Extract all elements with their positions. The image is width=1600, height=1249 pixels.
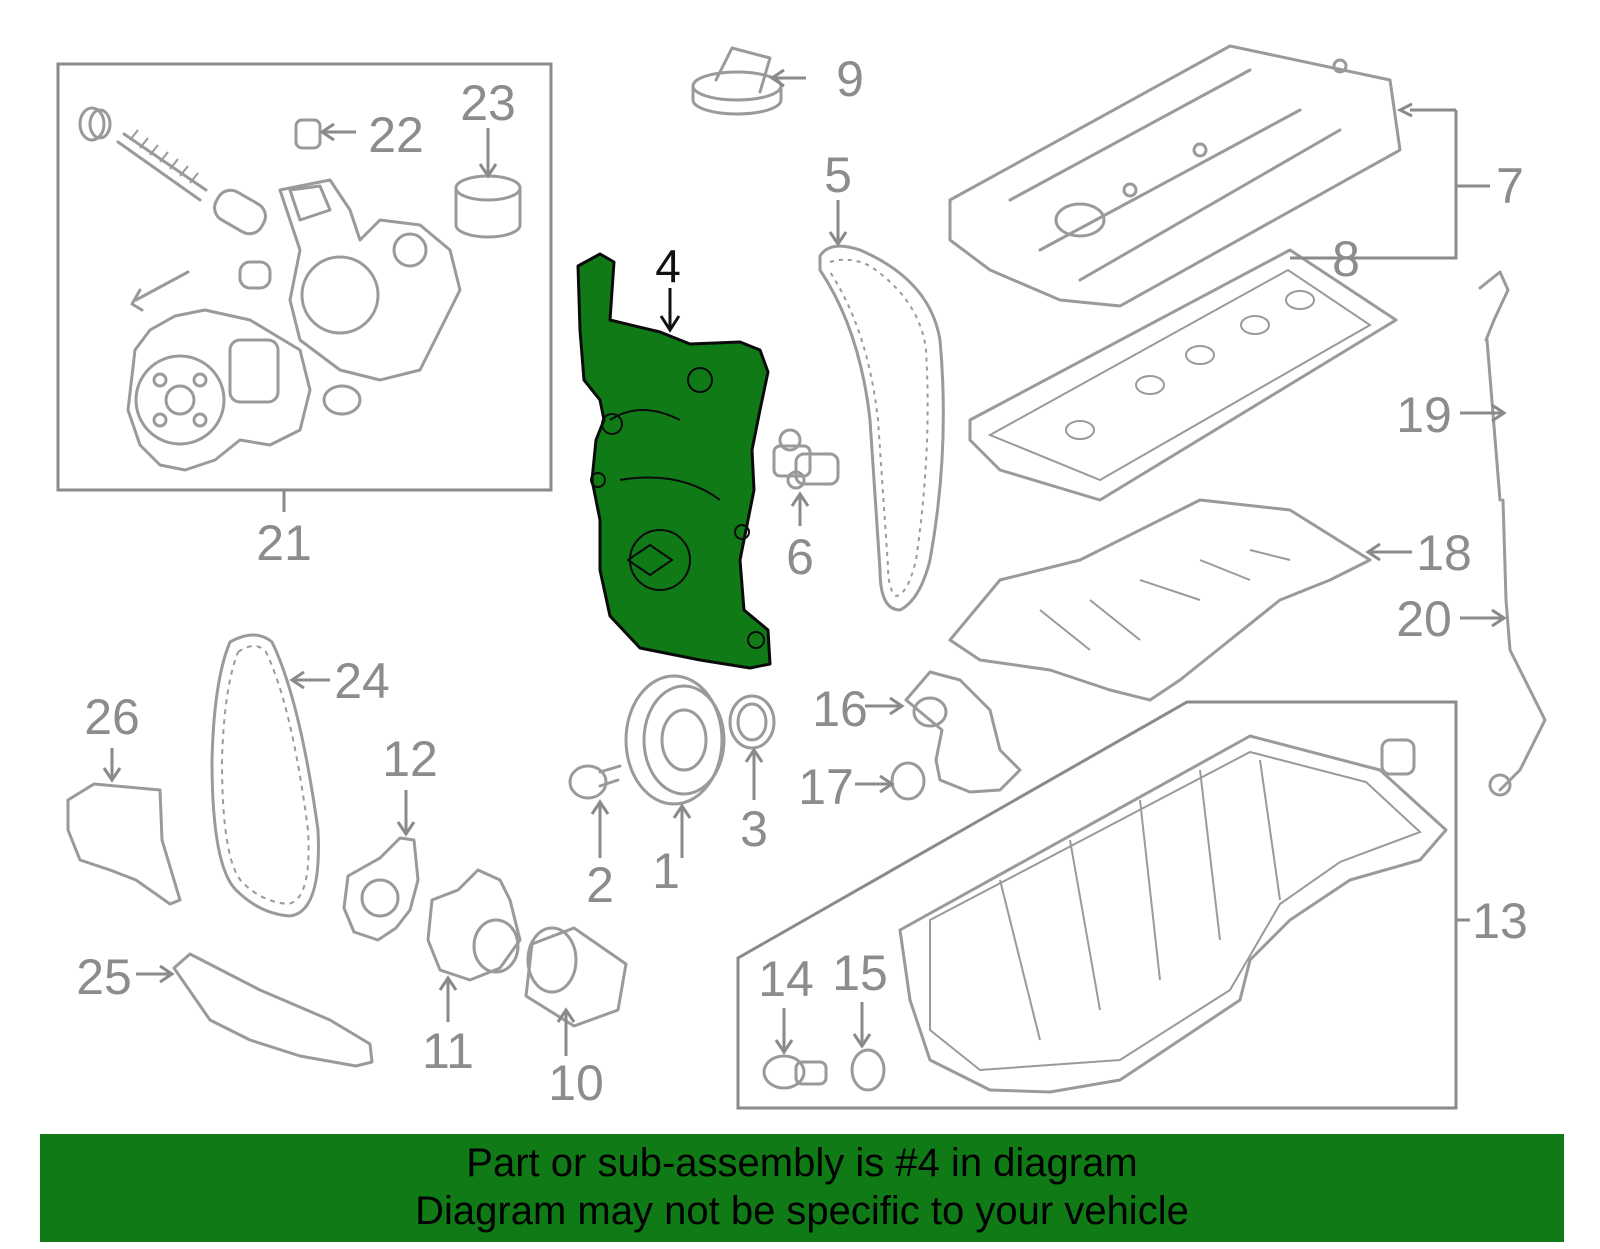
timing-chain xyxy=(818,244,945,612)
callout-11: 11 xyxy=(422,1023,474,1079)
strainer-o-ring xyxy=(890,761,926,801)
info-banner: Part or sub-assembly is #4 in diagram Di… xyxy=(40,1134,1564,1242)
oil-filler-cap xyxy=(691,46,783,116)
water-pump-hub xyxy=(360,878,400,918)
callout-21: 21 xyxy=(256,515,312,571)
mount-bracket xyxy=(172,952,374,1068)
callout-25: 25 xyxy=(76,949,132,1005)
oil-pan xyxy=(898,734,1448,1094)
timing-belt-shield xyxy=(66,782,182,906)
oil-filter xyxy=(524,926,628,1028)
callout-8: 8 xyxy=(1332,231,1360,287)
water-pump-pulley xyxy=(472,918,520,974)
callout-18: 18 xyxy=(1416,525,1472,581)
callout-15: 15 xyxy=(832,945,888,1001)
callout-16: 16 xyxy=(812,681,868,737)
leader-part-4 xyxy=(659,288,681,333)
callout-4: 4 xyxy=(655,240,681,292)
callout-13: 13 xyxy=(1472,893,1528,949)
drive-belt xyxy=(210,633,320,918)
baffle-plate xyxy=(948,498,1372,702)
banner-line-1: Part or sub-assembly is #4 in diagram xyxy=(466,1141,1138,1185)
pulley-bolt xyxy=(568,764,622,800)
valve-cover-gasket xyxy=(968,248,1398,502)
drain-plug-washer xyxy=(850,1048,886,1092)
callout-3: 3 xyxy=(740,801,768,857)
callout-6: 6 xyxy=(786,529,814,585)
chain-tensioner xyxy=(772,428,840,490)
callout-20: 20 xyxy=(1396,591,1452,647)
callout-14: 14 xyxy=(758,951,814,1007)
water-pump xyxy=(426,868,522,982)
callout-17: 17 xyxy=(798,759,854,815)
timing-chain-links xyxy=(829,258,929,598)
oil-pump-parts xyxy=(78,106,522,472)
callout-10: 10 xyxy=(548,1055,604,1111)
callout-7: 7 xyxy=(1496,158,1524,214)
callout-19: 19 xyxy=(1396,387,1452,443)
callout-23: 23 xyxy=(460,75,516,131)
crank-pulley xyxy=(624,674,726,806)
callout-1: 1 xyxy=(652,843,680,899)
drain-plug xyxy=(762,1054,828,1090)
leader-lines xyxy=(102,68,1507,1056)
valve-cover xyxy=(948,44,1402,308)
oil-strainer xyxy=(904,670,1022,794)
dipstick xyxy=(1478,270,1547,797)
oil-pan-group-frame xyxy=(736,700,1458,1110)
callout-24: 24 xyxy=(334,653,390,709)
drive-belt-ribs xyxy=(220,645,310,906)
front-crank-seal xyxy=(728,694,776,750)
oil-pump-group-frame xyxy=(56,62,553,492)
callout-22: 22 xyxy=(368,107,424,163)
callout-26: 26 xyxy=(84,689,140,745)
water-pump-housing xyxy=(342,836,420,942)
callout-12: 12 xyxy=(382,731,438,787)
callout-2: 2 xyxy=(586,857,614,913)
callout-5: 5 xyxy=(824,147,852,203)
callout-9: 9 xyxy=(836,51,864,107)
timing-chain-cover-highlighted xyxy=(576,252,772,670)
banner-line-2: Diagram may not be specific to your vehi… xyxy=(415,1189,1189,1233)
